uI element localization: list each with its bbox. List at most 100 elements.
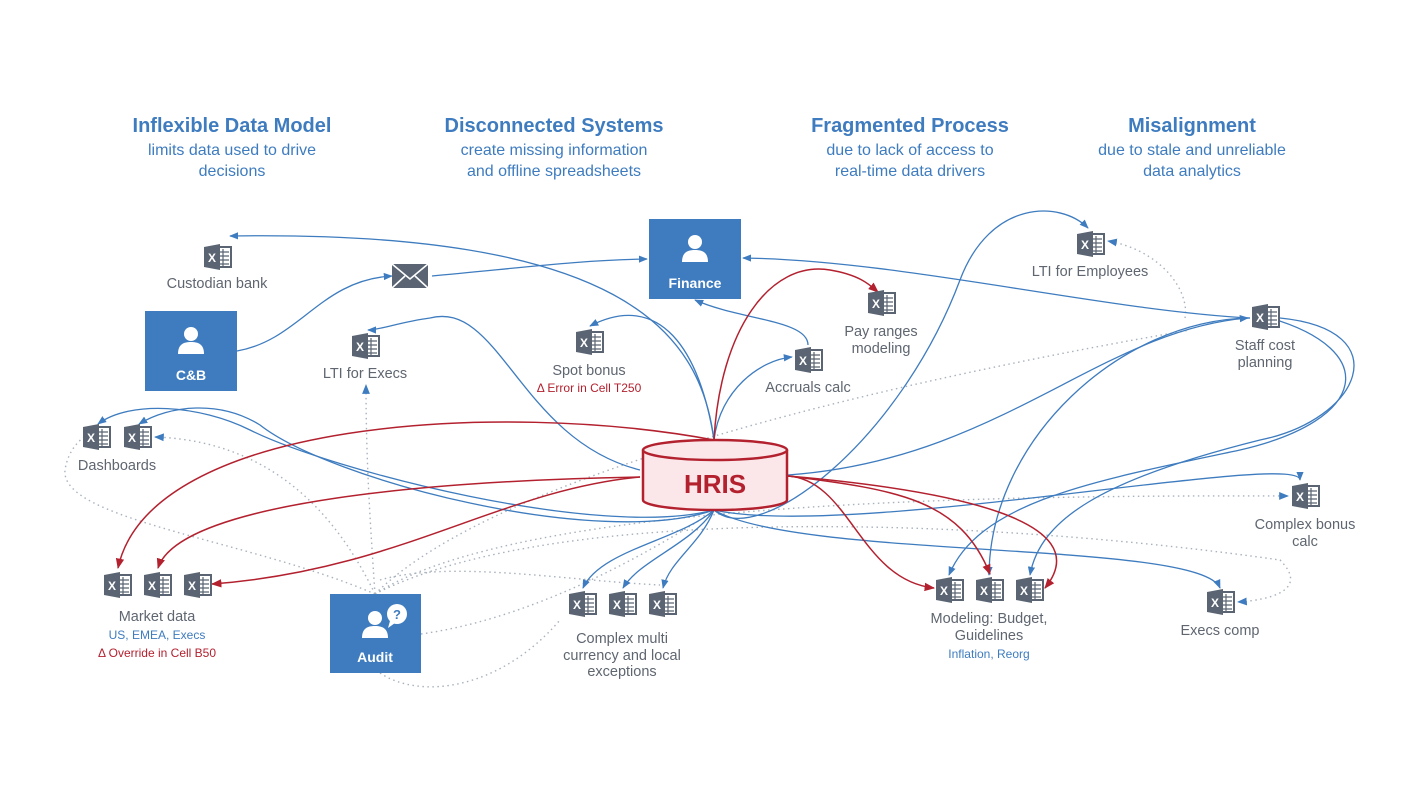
spreadsheet-spot-bonus[interactable]: Spot bonus Δ Error in Cell T250 bbox=[537, 329, 642, 395]
dotted-edge bbox=[1107, 238, 1187, 319]
spreadsheet-label: calc bbox=[1292, 534, 1318, 550]
spreadsheet-label: LTI for Employees bbox=[1032, 264, 1149, 280]
header-subtitle: data analytics bbox=[1143, 163, 1241, 180]
spreadsheet-staff-cost[interactable]: Staff cost planning bbox=[1235, 304, 1295, 371]
excel-icon bbox=[794, 347, 823, 373]
excel-icon bbox=[82, 424, 111, 450]
spreadsheet-accruals[interactable]: Accruals calc bbox=[765, 347, 851, 396]
spreadsheet-lti-employees[interactable]: LTI for Employees bbox=[1032, 231, 1149, 280]
header-misalignment: Misalignment due to stale and unreliable… bbox=[1098, 115, 1286, 180]
spreadsheet-label: Guidelines bbox=[955, 628, 1024, 644]
edge bbox=[229, 232, 715, 441]
excel-icon bbox=[867, 290, 896, 316]
edge bbox=[713, 268, 879, 441]
excel-icon bbox=[183, 572, 212, 598]
actor-label: Audit bbox=[357, 649, 393, 665]
blue-connections bbox=[97, 210, 1355, 589]
actor-label: Finance bbox=[669, 275, 722, 291]
edge bbox=[948, 317, 1347, 576]
audit-badge: ? bbox=[393, 607, 401, 622]
spreadsheet-label: Complex bonus bbox=[1255, 517, 1356, 533]
dotted-edge bbox=[154, 433, 376, 595]
edge bbox=[661, 509, 715, 589]
header-subtitle: create missing information bbox=[461, 142, 648, 159]
edge bbox=[431, 255, 648, 277]
spreadsheet-modeling[interactable]: Modeling: Budget, Guidelines Inflation, … bbox=[931, 577, 1048, 661]
spreadsheet-sublabel: Inflation, Reorg bbox=[948, 647, 1029, 661]
spreadsheet-label: Modeling: Budget, bbox=[931, 611, 1048, 627]
mail-icon bbox=[391, 263, 429, 289]
excel-icon bbox=[1015, 577, 1044, 603]
error-note: Δ Error in Cell T250 bbox=[537, 381, 642, 395]
header-title: Disconnected Systems bbox=[445, 115, 664, 137]
excel-icon bbox=[1251, 304, 1280, 330]
excel-icon bbox=[1076, 231, 1105, 257]
spreadsheet-custodian-bank[interactable]: Custodian bank bbox=[167, 244, 269, 292]
excel-icon bbox=[203, 244, 232, 270]
edge bbox=[210, 476, 641, 588]
header-fragmented-process: Fragmented Process due to lack of access… bbox=[811, 115, 1009, 180]
edge bbox=[713, 354, 793, 441]
excel-icon bbox=[568, 591, 597, 617]
excel-icon bbox=[1206, 589, 1235, 615]
dotted-edge bbox=[64, 436, 376, 595]
spreadsheet-label: Custodian bank bbox=[167, 276, 269, 292]
actor-cb[interactable]: C&B bbox=[145, 311, 237, 391]
header-disconnected-systems: Disconnected Systems create missing info… bbox=[445, 115, 664, 180]
hris-database[interactable]: HRIS bbox=[641, 438, 789, 512]
spreadsheet-label: Spot bonus bbox=[552, 363, 625, 379]
excel-icon bbox=[575, 329, 604, 355]
dotted-edge bbox=[379, 619, 561, 688]
spreadsheet-market-data[interactable]: Market data US, EMEA, Execs Δ Override i… bbox=[98, 572, 216, 660]
excel-icon bbox=[143, 572, 172, 598]
edge bbox=[713, 509, 1221, 589]
edge bbox=[694, 299, 809, 346]
actor-finance[interactable]: Finance bbox=[649, 219, 741, 299]
edge bbox=[236, 272, 393, 352]
spreadsheet-complex-multi-currency[interactable]: Complex multi currency and local excepti… bbox=[563, 591, 681, 680]
spreadsheet-complex-bonus[interactable]: Complex bonus calc bbox=[1255, 483, 1356, 550]
spreadsheet-pay-ranges[interactable]: Pay ranges modeling bbox=[844, 290, 918, 357]
edge bbox=[742, 254, 1251, 319]
header-subtitle: real-time data drivers bbox=[835, 163, 985, 180]
edge bbox=[138, 407, 715, 523]
excel-icon bbox=[1291, 483, 1320, 509]
actor-audit[interactable]: ? Audit bbox=[330, 594, 421, 673]
actor-label: C&B bbox=[176, 367, 206, 383]
edge bbox=[367, 315, 641, 471]
dotted-edge bbox=[374, 492, 1289, 595]
header-subtitle: due to lack of access to bbox=[826, 142, 993, 159]
edge bbox=[713, 471, 1304, 517]
spreadsheet-label: Accruals calc bbox=[765, 380, 850, 396]
dotted-edge bbox=[362, 384, 376, 595]
spreadsheet-label: Complex multi bbox=[576, 631, 668, 647]
dotted-edge bbox=[374, 329, 1191, 595]
edge bbox=[787, 475, 1058, 589]
header-subtitle: decisions bbox=[199, 163, 266, 180]
spreadsheet-lti-execs[interactable]: LTI for Execs bbox=[323, 333, 407, 382]
edge bbox=[1027, 317, 1355, 576]
excel-icon bbox=[648, 591, 677, 617]
edge bbox=[985, 317, 1251, 576]
spreadsheet-label: planning bbox=[1238, 355, 1293, 371]
edge bbox=[156, 476, 641, 569]
spreadsheet-execs-comp[interactable]: Execs comp bbox=[1181, 589, 1260, 639]
header-subtitle: and offline spreadsheets bbox=[467, 163, 641, 180]
dotted-edge bbox=[374, 525, 1292, 606]
edge bbox=[97, 407, 715, 518]
spreadsheet-label: exceptions bbox=[587, 664, 656, 680]
audit-connections bbox=[64, 238, 1292, 688]
excel-icon bbox=[123, 424, 152, 450]
edge bbox=[787, 475, 991, 575]
red-connections bbox=[115, 268, 1058, 592]
edge bbox=[787, 475, 936, 592]
edge bbox=[713, 210, 1089, 519]
spreadsheet-label: LTI for Execs bbox=[323, 366, 407, 382]
spreadsheet-label: Market data bbox=[119, 609, 196, 625]
excel-icon bbox=[103, 572, 132, 598]
edge bbox=[582, 509, 715, 589]
spreadsheet-dashboards[interactable]: Dashboards bbox=[78, 424, 156, 474]
header-title: Inflexible Data Model bbox=[133, 115, 332, 137]
spreadsheet-sublabel: US, EMEA, Execs bbox=[109, 628, 206, 642]
